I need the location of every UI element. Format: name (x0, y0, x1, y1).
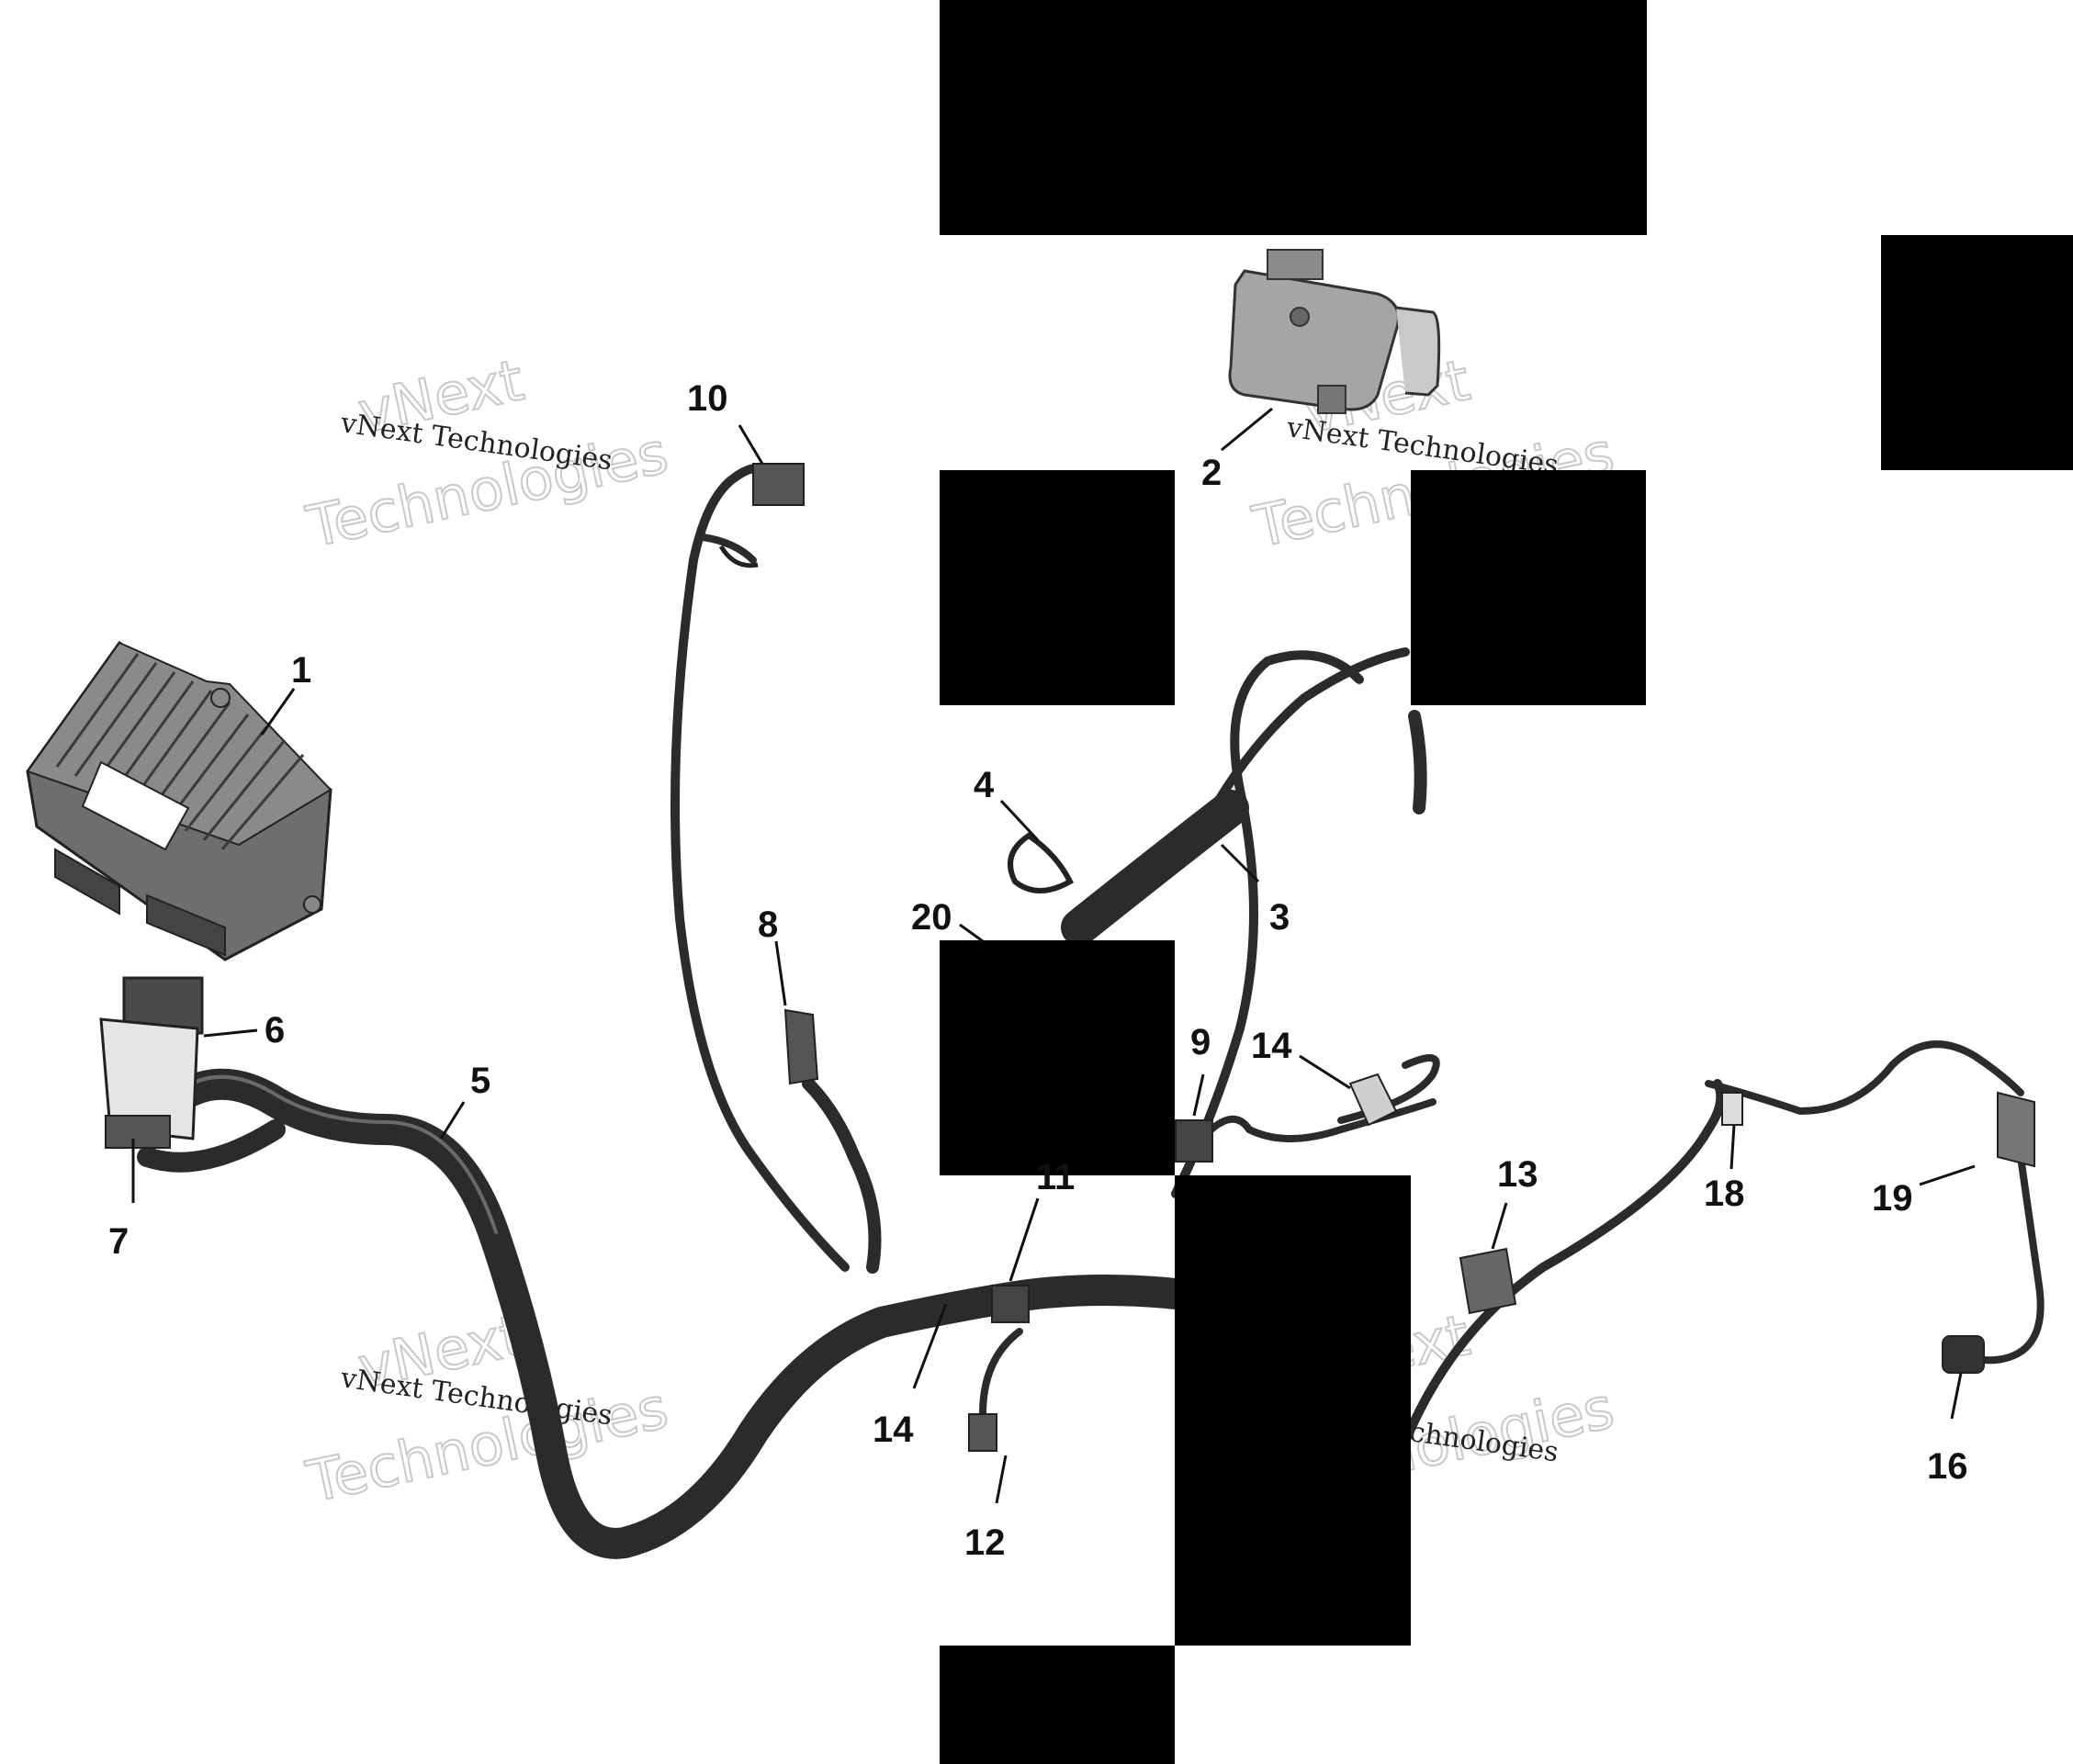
connector-13-part (1459, 1247, 1517, 1315)
callout-2: 2 (1201, 453, 1222, 493)
connector-14-top-part (1348, 1073, 1398, 1127)
callout-10: 10 (687, 378, 728, 419)
redaction-box (940, 1646, 1175, 1764)
sensor-12-part (968, 1413, 997, 1452)
callout-4: 4 (974, 765, 995, 805)
callout-14-bottom: 14 (873, 1410, 914, 1450)
callout-12: 12 (964, 1522, 1006, 1563)
redaction-box (1881, 235, 2073, 470)
leader-lines (131, 407, 1976, 1504)
callout-6: 6 (265, 1010, 285, 1051)
callout-20: 20 (911, 897, 952, 938)
callout-9: 9 (1190, 1022, 1211, 1062)
connector-8-part (783, 1008, 819, 1085)
redaction-box (1411, 470, 1646, 705)
callout-14-top: 14 (1251, 1026, 1292, 1066)
callout-labels: 1 2 3 4 5 6 7 8 9 10 11 12 13 14 14 16 1… (108, 378, 1968, 1563)
connector-6-7-part (99, 976, 204, 1149)
ecu-module-part (26, 640, 332, 961)
callout-18: 18 (1704, 1174, 1745, 1214)
redaction-boxes (940, 0, 2073, 1764)
sensor-16-part (1942, 1335, 1985, 1374)
clip-10-tie (718, 463, 805, 568)
callout-1: 1 (291, 650, 311, 691)
sensor-module-part (1228, 249, 1441, 414)
clip-4-part (1008, 832, 1074, 893)
callout-19: 19 (1872, 1178, 1913, 1219)
connector-18-part (1721, 1092, 1743, 1126)
callout-13: 13 (1497, 1154, 1538, 1195)
callout-8: 8 (758, 904, 778, 945)
callout-7: 7 (108, 1221, 129, 1262)
wiring-harness (131, 462, 2045, 1559)
redaction-box (940, 940, 1175, 1175)
callout-5: 5 (470, 1061, 490, 1101)
connector-11-part (991, 1285, 1030, 1323)
redaction-box (940, 0, 1647, 235)
callout-16: 16 (1927, 1446, 1968, 1487)
connector-9-part (1175, 1119, 1213, 1163)
callout-11: 11 (1036, 1157, 1075, 1197)
callout-3: 3 (1269, 897, 1290, 938)
connector-19-part (1997, 1091, 2035, 1168)
redaction-box (1175, 1175, 1411, 1646)
redaction-box (940, 470, 1175, 705)
